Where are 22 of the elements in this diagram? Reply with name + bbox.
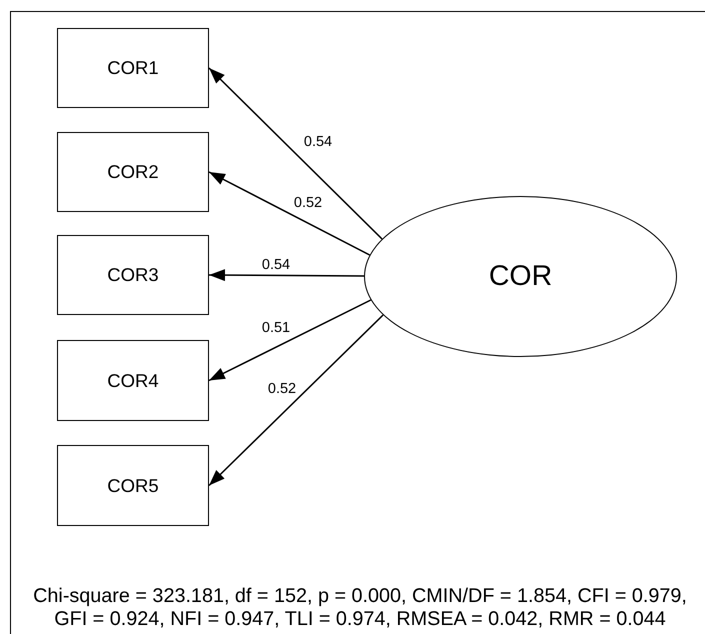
variable-name: COR2 [107,161,159,183]
observed-variable-box [57,340,209,421]
observed-variable-box [57,132,209,212]
arrow [209,269,364,282]
observed-variable-box [57,235,209,315]
variable-name: COR3 [107,264,159,286]
arrow [208,67,383,240]
variable-name: COR5 [107,474,159,496]
arrow [208,299,372,382]
edge-label: 0.54 [260,258,292,272]
observed-variable-box [57,445,209,526]
arrow [208,314,384,486]
variable-name: COR1 [107,57,159,79]
variable-name: COR [488,260,552,293]
variable-name: COR4 [107,370,159,392]
arrow [208,171,370,256]
observed-variable-box [57,28,209,108]
edge-label: 0.54 [302,134,334,150]
edge-label: 0.52 [266,382,298,396]
edge-label: 0.51 [260,320,292,336]
edge-label: 0.52 [292,196,324,210]
fit-statistics-caption: Chi-square = 323.181, df = 152, p = 0.000, CMIN/DF = 1.854, CFI = 0.979, GFI = 0.924, NFI = 0.947, TLI = 0.974, RMSEA = 0.042, RMR = 0.044 [32,585,688,631]
